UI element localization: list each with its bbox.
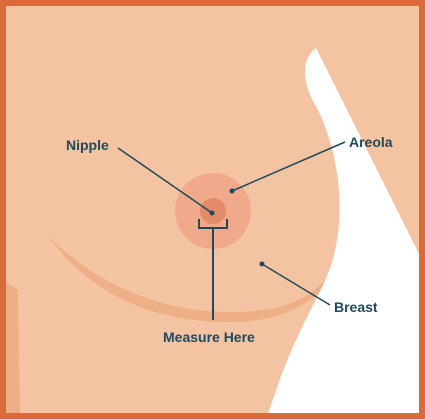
side-shadow	[4, 280, 20, 415]
areola-label: Areola	[349, 134, 393, 150]
breast-label: Breast	[334, 299, 378, 315]
measure-label: Measure Here	[163, 329, 255, 345]
nipple-dot	[210, 211, 215, 216]
breast-dot	[260, 262, 265, 267]
nipple-label: Nipple	[66, 137, 109, 153]
areola-dot	[230, 189, 235, 194]
